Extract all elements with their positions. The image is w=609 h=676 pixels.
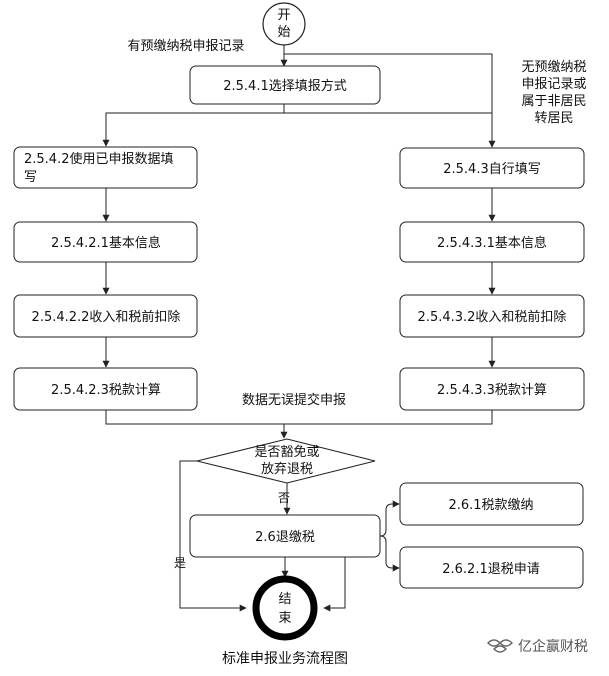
svg-text:是否豁免或: 是否豁免或 [254,444,319,460]
left-income-deductions-box: 2.5.4.2.2收入和税前扣除 [13,294,198,338]
select-method-box: 2.5.4.1选择填报方式 [189,65,381,105]
left-branch-label: 有预缴纳税申报记录 [127,39,244,54]
svg-text:2.5.4.3自行填写: 2.5.4.3自行填写 [443,162,540,177]
end-label-line2: 束 [278,611,291,626]
no-label: 否 [278,491,290,505]
arrow-start-to-self-fill [283,45,496,148]
arrow-refund-to-pay [379,500,400,537]
left-basic-info-box: 2.5.4.2.1基本信息 [13,221,198,263]
svg-text:2.5.4.2.1基本信息: 2.5.4.2.1基本信息 [51,235,161,251]
refund-application-box: 2.6.2.1退税申请 [399,546,584,589]
right-tax-calc-box: 2.5.4.3.3税款计算 [399,367,585,411]
right-basic-info-box: 2.5.4.3.1基本信息 [399,221,585,263]
left-tax-calc-box: 2.5.4.2.3税款计算 [13,367,198,411]
right-branch-label: 无预缴纳税 申报记录或 属于非居民 转居民 [521,60,586,126]
arrow-decision-yes [179,460,247,612]
watermark: 亿企赢财税 [487,638,588,655]
svg-text:2.5.4.3.2收入和税前扣除: 2.5.4.3.2收入和税前扣除 [418,309,567,325]
start-label-line1: 开 [277,8,290,23]
arrow-right-to-end [323,557,346,612]
self-fill-box: 2.5.4.3自行填写 [399,147,585,189]
svg-text:申报记录或: 申报记录或 [521,77,586,92]
svg-text:2.6.2.1退税申请: 2.6.2.1退税申请 [442,562,539,577]
end-label-line1: 结 [278,592,291,607]
svg-text:无预缴纳税: 无预缴纳税 [521,60,586,75]
arrow-refund-to-apply [379,535,400,572]
decision-diamond: 是否豁免或 放弃退税 [196,438,376,484]
end-node: 结 束 [252,575,318,641]
tax-payment-box: 2.6.1税款缴纳 [399,482,584,526]
svg-text:2.5.4.3.3税款计算: 2.5.4.3.3税款计算 [437,383,547,398]
svg-text:放弃退税: 放弃退税 [261,462,313,477]
svg-text:写: 写 [24,170,37,185]
start-node: 开 始 [262,2,306,46]
svg-text:2.5.4.1选择填报方式: 2.5.4.1选择填报方式 [223,78,346,94]
svg-text:2.6.1税款缴纳: 2.6.1税款缴纳 [448,498,533,513]
svg-text:2.5.4.2使用已申报数据填: 2.5.4.2使用已申报数据填 [24,151,173,167]
arrow-select-to-left [102,104,285,147]
svg-text:2.6退缴税: 2.6退缴税 [255,530,315,545]
svg-text:转居民: 转居民 [534,111,573,126]
yes-label: 是 [174,556,186,570]
refund-box: 2.6退缴税 [189,514,381,558]
svg-text:2.5.4.2.2收入和税前扣除: 2.5.4.2.2收入和税前扣除 [32,309,181,325]
use-prefilled-box: 2.5.4.2使用已申报数据填 写 [13,146,198,189]
submit-label: 数据无误提交申报 [242,392,346,408]
watermark-logo-icon [487,639,513,653]
merge-line [105,410,493,425]
right-income-deductions-box: 2.5.4.3.2收入和税前扣除 [399,294,585,338]
svg-text:2.5.4.2.3税款计算: 2.5.4.2.3税款计算 [51,383,161,398]
svg-text:2.5.4.3.1基本信息: 2.5.4.3.1基本信息 [437,235,547,251]
diagram-caption: 标准申报业务流程图 [222,651,348,667]
svg-text:属于非居民: 属于非居民 [521,94,586,109]
watermark-text: 亿企赢财税 [518,638,588,655]
start-label-line2: 始 [277,25,290,40]
